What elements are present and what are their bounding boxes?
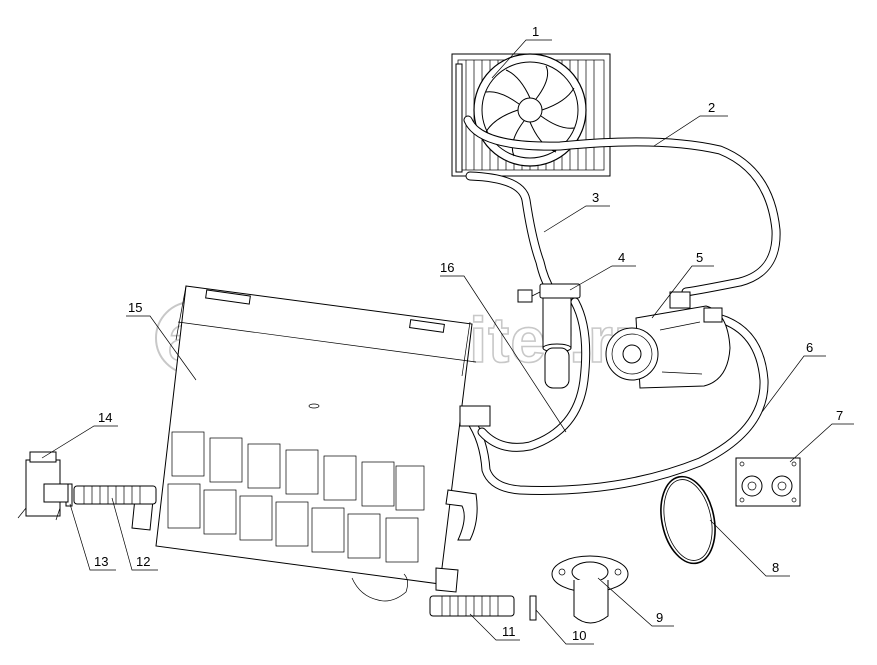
callout-7: 7 (836, 408, 843, 423)
receiver-drier (517, 283, 581, 389)
control-panel (735, 457, 801, 507)
defroster-box (17, 451, 69, 521)
callout-5: 5 (696, 250, 703, 265)
callout-3: 3 (592, 190, 599, 205)
vent-outlet (551, 555, 629, 624)
compressor (605, 291, 731, 389)
callout-16: 16 (440, 260, 454, 275)
hose-lines (463, 115, 781, 495)
corrugated-hose-11 (429, 595, 515, 617)
callout-10: 10 (572, 628, 586, 643)
callout-15: 15 (128, 300, 142, 315)
callout-13: 13 (94, 554, 108, 569)
callout-11: 11 (502, 624, 516, 639)
clamp (529, 595, 537, 621)
callout-1: 1 (532, 24, 539, 39)
callout-4: 4 (618, 250, 625, 265)
condenser-fan-unit (451, 53, 611, 177)
corrugated-hose-12 (73, 485, 157, 505)
callout-2: 2 (708, 100, 715, 115)
callout-14: 14 (98, 410, 112, 425)
evaporator-unit (131, 285, 491, 602)
callout-12: 12 (136, 554, 150, 569)
callouts: 1 2 3 4 5 6 7 8 9 10 11 12 13 14 15 16 (41, 24, 854, 645)
callout-6: 6 (806, 340, 813, 355)
seal-ring (660, 475, 716, 565)
callout-8: 8 (772, 560, 779, 575)
callout-9: 9 (656, 610, 663, 625)
